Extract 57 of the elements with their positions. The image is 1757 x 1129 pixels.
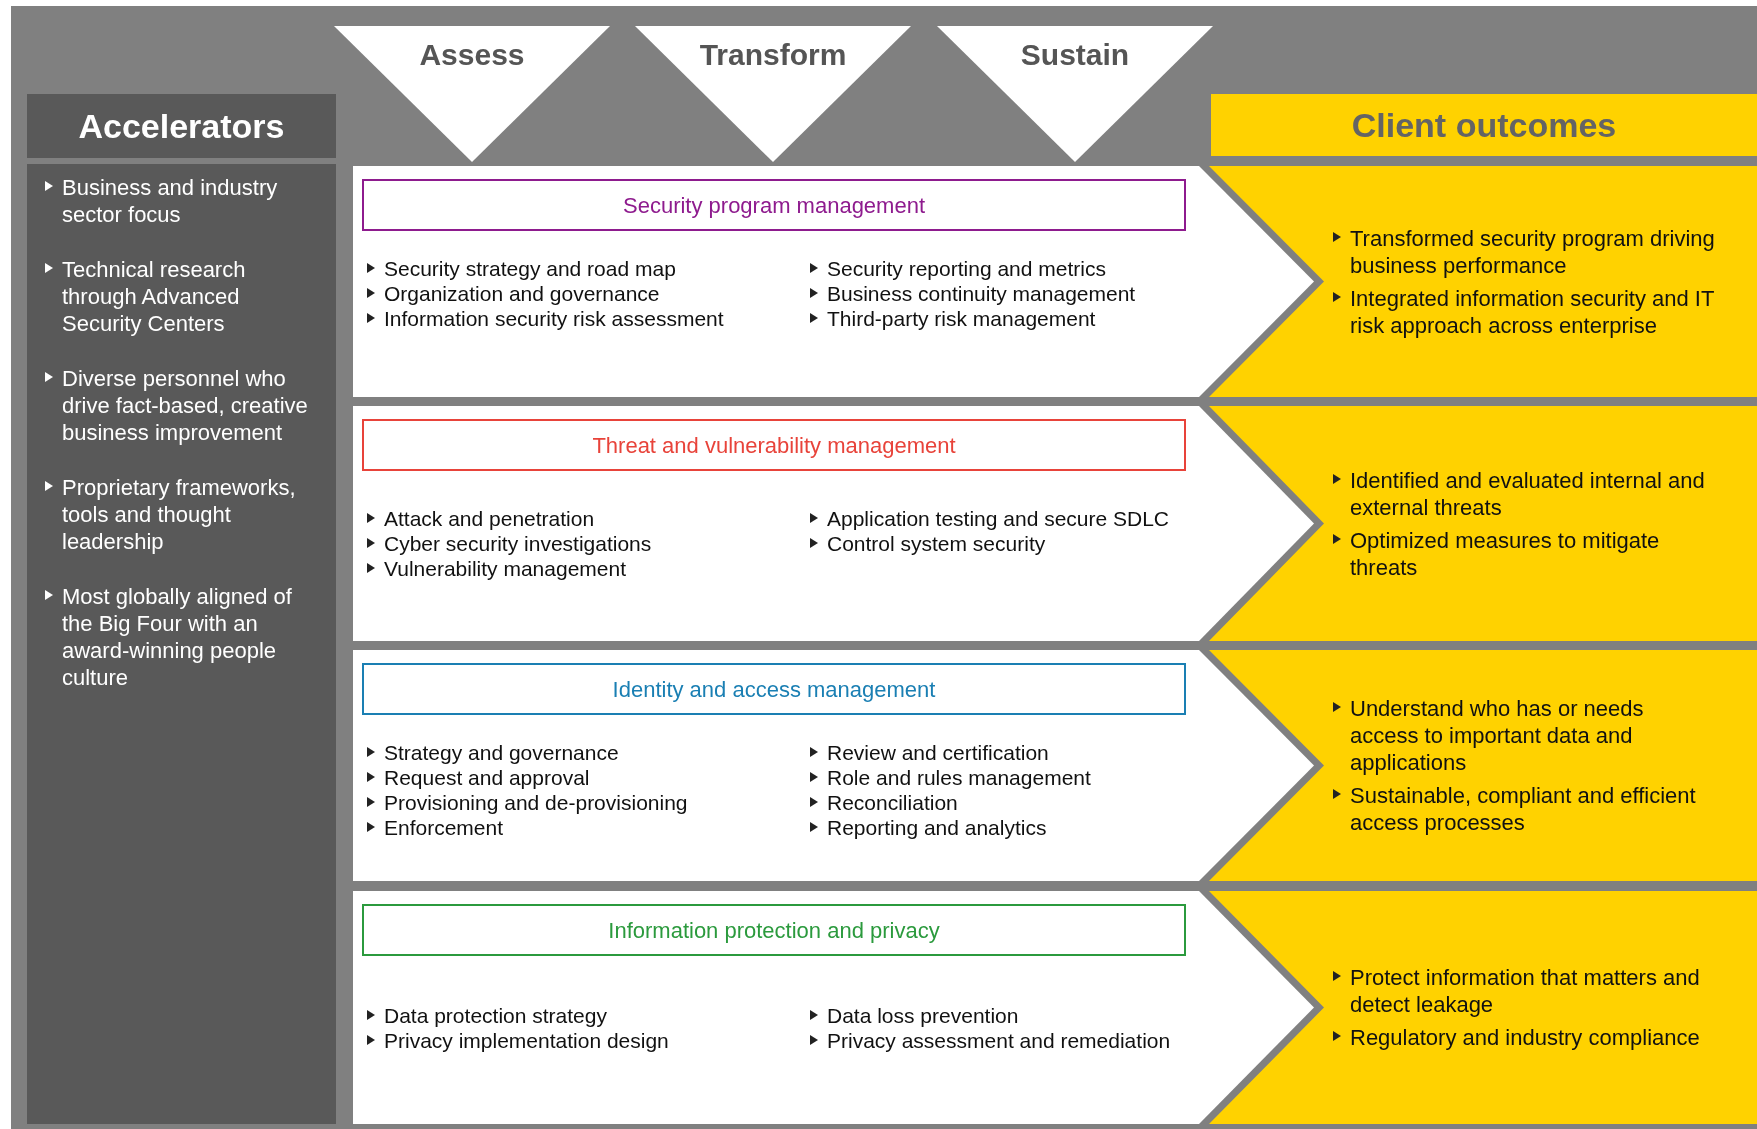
list-item: Transformed security program driving business performance <box>1350 224 1716 279</box>
service-chevron-panel <box>353 650 1314 881</box>
list-item: Third-party risk management <box>827 306 1096 331</box>
list-item: Reconciliation <box>827 790 958 815</box>
list-item: Privacy implementation design <box>384 1028 669 1053</box>
list-item: Optimized measures to mitigate threats <box>1350 526 1661 581</box>
list-item: Review and certification <box>827 740 1049 765</box>
list-item: Information security risk assessment <box>384 306 724 331</box>
list-item: Attack and penetration <box>384 506 595 531</box>
list-item: Role and rules management <box>827 765 1091 790</box>
outcome-chevron-panel <box>1209 650 1757 881</box>
list-item: Enforcement <box>384 815 504 840</box>
list-item: Identified and evaluated internal and external threats <box>1350 466 1706 521</box>
list-item: Diverse personnel who drive fact-based, creative business improvement <box>62 365 309 446</box>
phase-label: Assess <box>419 38 525 71</box>
phase-triangle <box>937 26 1213 162</box>
accelerators-panel <box>27 164 336 1124</box>
list-item: Request and approval <box>384 765 590 790</box>
category-title-box: Threat and vulnerability management <box>362 419 1186 471</box>
accelerators-header: Accelerators <box>27 94 336 158</box>
list-item: Sustainable, compliant and efficient access processes <box>1350 782 1697 836</box>
phase-label: Transform <box>699 38 847 71</box>
list-item: Privacy assessment and remediation <box>827 1028 1171 1053</box>
phase-label: Sustain <box>1020 38 1130 71</box>
list-item: Application testing and secure SDLC <box>827 506 1170 531</box>
list-item: Vulnerability management <box>384 556 627 581</box>
list-item: Cyber security investigations <box>384 531 652 556</box>
list-item: Regulatory and industry compliance <box>1350 1024 1700 1051</box>
list-item: Protect information that matters and detect leakage <box>1350 964 1701 1018</box>
category-title-box: Identity and access management <box>362 663 1186 715</box>
list-item: Most globally aligned of the Big Four with an award-winning people culture <box>62 583 293 691</box>
list-item: Understand who has or needs access to important data and applications <box>1350 695 1645 776</box>
service-chevron-panel <box>353 891 1314 1124</box>
phase-triangle <box>334 26 610 162</box>
list-item: Data protection strategy <box>384 1003 607 1028</box>
list-item: Reporting and analytics <box>827 815 1047 840</box>
service-chevron-panel <box>353 166 1314 397</box>
outcome-chevron-panel <box>1209 166 1757 397</box>
outcome-chevron-panel <box>1209 891 1757 1124</box>
list-item: Business continuity management <box>827 281 1136 306</box>
outcome-chevron-panel <box>1209 406 1757 641</box>
list-item: Business and industry sector focus <box>62 174 279 228</box>
list-item: Security reporting and metrics <box>827 256 1106 281</box>
category-title-box: Information protection and privacy <box>362 904 1186 956</box>
list-item: Proprietary frameworks, tools and thought leadership <box>62 474 297 555</box>
phase-triangle <box>635 26 911 162</box>
list-item: Integrated information security and IT risk approach across enterprise <box>1350 284 1715 339</box>
outcomes-header: Client outcomes <box>1211 94 1757 156</box>
list-item: Strategy and governance <box>384 740 619 765</box>
category-title-box: Security program management <box>362 179 1186 231</box>
list-item: Control system security <box>827 531 1046 556</box>
list-item: Security strategy and road map <box>384 256 676 281</box>
list-item: Data loss prevention <box>827 1003 1019 1028</box>
service-chevron-panel <box>353 406 1314 641</box>
list-item: Technical research through Advanced Security Centers <box>62 256 247 337</box>
list-item: Provisioning and de-provisioning <box>384 790 688 815</box>
list-item: Organization and governance <box>384 281 660 306</box>
